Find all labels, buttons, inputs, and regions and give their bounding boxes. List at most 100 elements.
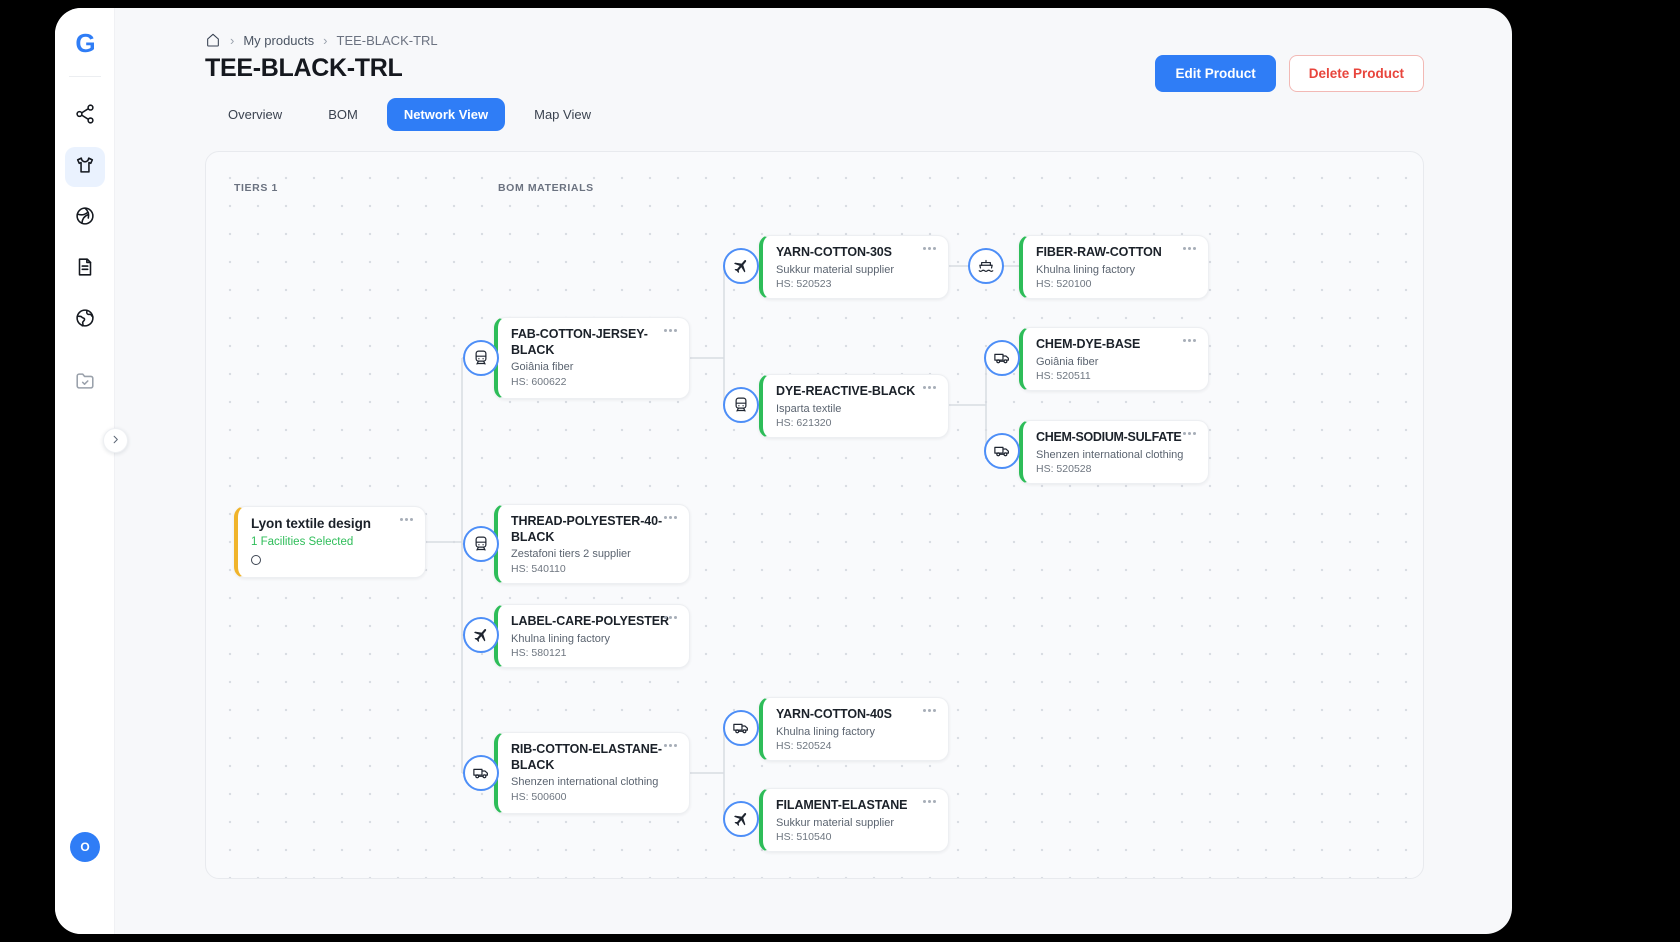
node-hs-code: HS: 621320: [776, 417, 832, 430]
breadcrumb-separator: ›: [230, 32, 235, 48]
sidebar-nav: [65, 96, 105, 403]
sidebar-item-materials[interactable]: [65, 198, 105, 238]
node-title: YARN-COTTON-30S: [776, 245, 892, 259]
node-supplier: Khulna lining factory: [511, 632, 611, 645]
more-menu-icon[interactable]: [664, 516, 678, 524]
delete-product-button[interactable]: Delete Product: [1288, 55, 1424, 92]
tab-network-view[interactable]: Network View: [386, 98, 506, 131]
ball-icon: [74, 205, 96, 232]
folder-check-icon: [74, 370, 96, 397]
sidebar-item-folder[interactable]: [65, 363, 105, 403]
node-rib-cotton-elastane-black[interactable]: RIB-COTTON-ELASTANE-BLACK Shenzen intern…: [494, 732, 690, 814]
node-hs-code: HS: 500600: [511, 791, 567, 803]
more-menu-icon[interactable]: [923, 386, 937, 394]
document-icon: [74, 256, 96, 283]
tiers-zone-label: TIERS 1: [234, 182, 278, 194]
app-window: G: [55, 8, 1512, 934]
node-title: RIB-COTTON-ELASTANE-BLACK: [511, 742, 662, 772]
chevron-right-icon: [110, 432, 121, 450]
node-supplier: Shenzen international clothing: [1036, 448, 1184, 461]
bom-materials-zone-label: BOM MATERIALS: [498, 182, 594, 194]
node-thread-polyester-40-black[interactable]: THREAD-POLYESTER-40-BLACK Zestafoni tier…: [494, 504, 690, 584]
globe-icon: [74, 307, 96, 334]
node-yarn-cotton-40s[interactable]: YARN-COTTON-40S Khulna lining factory HS…: [759, 697, 949, 762]
node-title: YARN-COTTON-40S: [776, 707, 892, 721]
node-yarn-cotton-30s[interactable]: YARN-COTTON-30S Sukkur material supplier…: [759, 235, 949, 300]
node-label-care-polyester[interactable]: LABEL-CARE-POLYESTER Khulna lining facto…: [494, 604, 690, 669]
tab-map-view[interactable]: Map View: [534, 107, 591, 122]
sidebar-item-products[interactable]: [65, 147, 105, 187]
node-fab-cotton-jersey-black[interactable]: FAB-COTTON-JERSEY-BLACK Goiânia fiber HS…: [494, 317, 690, 399]
truck-icon[interactable]: [984, 433, 1020, 469]
train-icon[interactable]: [463, 340, 499, 376]
more-menu-icon[interactable]: [664, 329, 678, 337]
node-title: FILAMENT-ELASTANE: [776, 798, 908, 812]
node-supplier: Sukkur material supplier: [776, 816, 894, 829]
node-hs-code: HS: 520524: [776, 740, 832, 753]
node-dye-reactive-black[interactable]: DYE-REACTIVE-BLACK Isparta textile HS: 6…: [759, 374, 949, 439]
node-hs-code: HS: 580121: [511, 647, 567, 660]
node-fiber-raw-cotton[interactable]: FIBER-RAW-COTTON Khulna lining factory H…: [1019, 235, 1209, 300]
tab-bar: Overview BOM Network View Map View: [211, 98, 608, 131]
node-title: CHEM-SODIUM-SULFATE: [1036, 430, 1182, 444]
more-menu-icon[interactable]: [923, 800, 937, 808]
truck-icon[interactable]: [723, 710, 759, 746]
network-canvas[interactable]: TIERS 1 BOM MATERIALS Lyon: [205, 151, 1424, 879]
node-title: DYE-REACTIVE-BLACK: [776, 384, 916, 398]
node-lyon-textile-design[interactable]: Lyon textile design 1 Facilities Selecte…: [234, 506, 426, 578]
node-hs-code: HS: 520528: [1036, 463, 1092, 476]
node-supplier: Zestafoni tiers 2 supplier: [511, 548, 631, 561]
node-supplier: Khulna lining factory: [1036, 263, 1136, 276]
sidebar-item-documents[interactable]: [65, 249, 105, 289]
plane-icon[interactable]: [723, 248, 759, 284]
tab-bom[interactable]: BOM: [328, 107, 358, 122]
breadcrumb-current: TEE-BLACK-TRL: [336, 32, 438, 48]
sidebar-item-network[interactable]: [65, 96, 105, 136]
more-menu-icon[interactable]: [1183, 432, 1197, 440]
node-hs-code: HS: 520523: [776, 278, 832, 291]
main-content: › My products › TEE-BLACK-TRL TEE-BLACK-…: [115, 8, 1512, 934]
sidebar-item-globe[interactable]: [65, 300, 105, 340]
facility-dot-icon[interactable]: [251, 554, 261, 565]
more-menu-icon[interactable]: [400, 518, 414, 526]
more-menu-icon[interactable]: [923, 247, 937, 255]
breadcrumb: › My products › TEE-BLACK-TRL: [205, 32, 438, 48]
node-title: THREAD-POLYESTER-40-BLACK: [511, 514, 663, 544]
more-menu-icon[interactable]: [1183, 247, 1197, 255]
node-status: 1 Facilities Selected: [251, 535, 354, 548]
plane-icon[interactable]: [723, 801, 759, 837]
node-hs-code: HS: 600622: [511, 376, 567, 388]
node-hs-code: HS: 520511: [1036, 370, 1091, 383]
node-title: FIBER-RAW-COTTON: [1036, 245, 1162, 259]
node-chem-dye-base[interactable]: CHEM-DYE-BASE Goiânia fiber HS: 520511: [1019, 327, 1209, 392]
user-avatar[interactable]: O: [70, 832, 100, 862]
truck-icon[interactable]: [463, 755, 499, 791]
tshirt-icon: [74, 154, 96, 181]
breadcrumb-my-products[interactable]: My products: [243, 32, 315, 48]
home-icon[interactable]: [205, 32, 221, 48]
node-filament-elastane[interactable]: FILAMENT-ELASTANE Sukkur material suppli…: [759, 788, 949, 853]
breadcrumb-separator: ›: [323, 32, 328, 48]
node-hs-code: HS: 520100: [1036, 278, 1092, 291]
sidebar-expand-button[interactable]: [103, 428, 128, 453]
node-chem-sodium-sulfate[interactable]: CHEM-SODIUM-SULFATE Shenzen internationa…: [1019, 420, 1209, 485]
more-menu-icon[interactable]: [923, 709, 937, 717]
train-icon[interactable]: [723, 387, 759, 423]
truck-icon[interactable]: [984, 340, 1020, 376]
node-supplier: Isparta textile: [776, 402, 842, 415]
more-menu-icon[interactable]: [1183, 339, 1197, 347]
node-supplier: Goiânia fiber: [1036, 355, 1099, 368]
more-menu-icon[interactable]: [664, 616, 678, 624]
app-logo[interactable]: G: [75, 28, 95, 58]
sidebar-divider: [69, 76, 101, 77]
edit-product-button[interactable]: Edit Product: [1155, 55, 1276, 92]
train-icon[interactable]: [463, 526, 499, 562]
node-title: Lyon textile design: [251, 516, 371, 531]
ship-icon[interactable]: [968, 248, 1004, 284]
node-title: FAB-COTTON-JERSEY-BLACK: [511, 327, 648, 357]
plane-icon[interactable]: [463, 617, 499, 653]
network-icon: [74, 103, 96, 130]
tab-overview[interactable]: Overview: [228, 107, 283, 122]
more-menu-icon[interactable]: [664, 744, 678, 752]
node-supplier: Khulna lining factory: [776, 725, 876, 738]
